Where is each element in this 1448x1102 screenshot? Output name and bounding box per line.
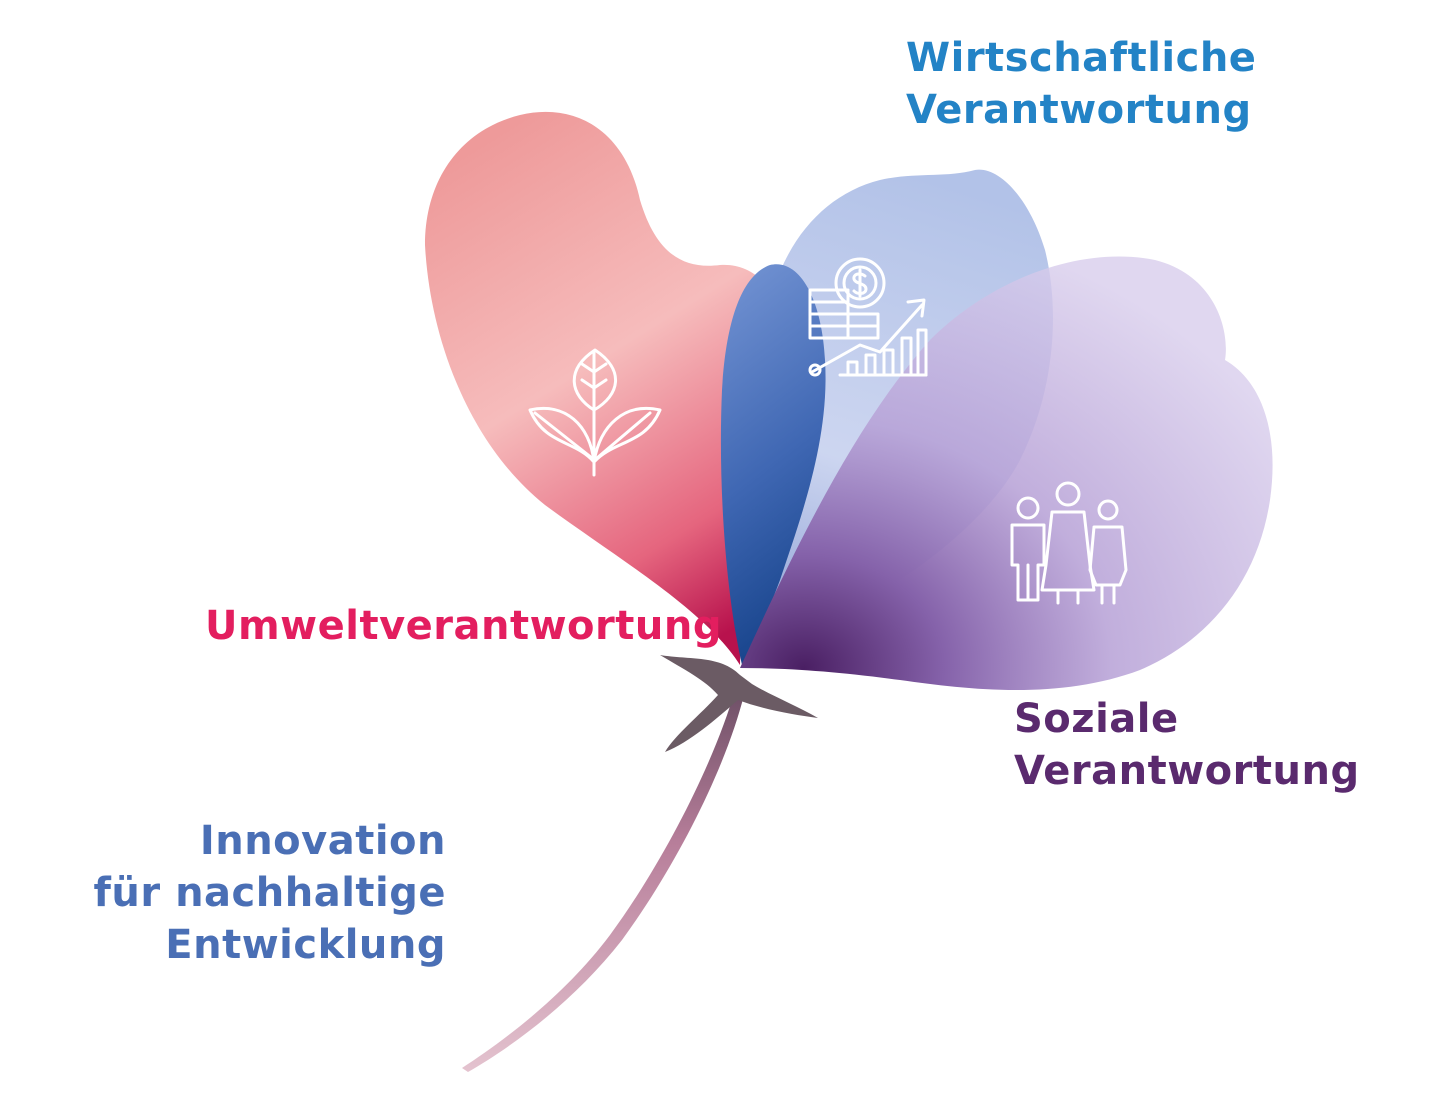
petal-social: [740, 256, 1273, 690]
leaves-icon: [528, 348, 662, 477]
family-icon: [1010, 481, 1128, 605]
label-economic-responsibility: Wirtschaftliche Verantwortung: [906, 32, 1256, 136]
petal-economic-front: [720, 264, 826, 665]
flower-stem: [462, 690, 744, 1072]
label-environmental-responsibility: Umweltverantwortung: [205, 600, 722, 652]
petal-environmental: [425, 111, 782, 666]
label-innovation-line3: Entwicklung: [165, 922, 446, 968]
label-innovation-line2: für nachhaltige: [93, 870, 446, 916]
label-environmental-line1: Umweltverantwortung: [205, 603, 722, 649]
flower-sepals: [660, 655, 818, 752]
label-economic-line1: Wirtschaftliche: [906, 35, 1257, 81]
label-economic-line2: Verantwortung: [906, 87, 1252, 133]
label-social-line2: Verantwortung: [1014, 748, 1360, 794]
label-social-line1: Soziale: [1014, 696, 1179, 742]
label-innovation-line1: Innovation: [199, 818, 446, 864]
coins-growth-chart-icon: [808, 257, 928, 377]
label-innovation: Innovation für nachhaltige Entwicklung: [94, 815, 446, 971]
label-social-responsibility: Soziale Verantwortung: [1014, 693, 1360, 797]
